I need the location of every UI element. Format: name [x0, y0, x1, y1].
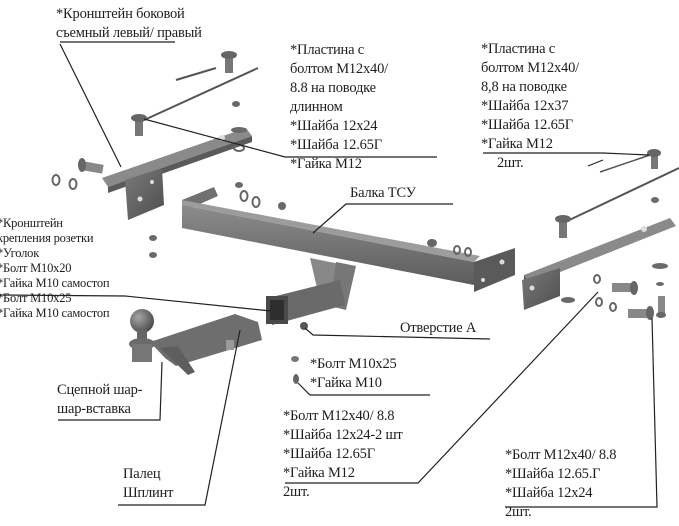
label-line: длинном [290, 99, 343, 115]
beam [182, 187, 515, 292]
label-side-bracket: *Кронштейн боковой съемный левый/ правый [56, 5, 202, 43]
label-bolt-right: *Болт М12х40/ 8.8 *Шайба 12.65.Г *Шайба … [505, 446, 617, 522]
label-bolt-center: *Болт М12х40/ 8.8 *Шайба 12х24-2 шт *Шай… [283, 407, 403, 502]
label-line: *Гайка М12 [481, 136, 553, 152]
label-line: *Пластина с [290, 42, 364, 58]
label-line: Палец [123, 466, 161, 482]
receiver [266, 258, 356, 330]
label-line: *Болт М12х40/ 8.8 [505, 447, 617, 463]
label-line: *Шайба 12.65Г [283, 446, 375, 462]
left-plate-rod [131, 51, 259, 136]
label-line: *Шайба 12.65.Г [505, 466, 601, 482]
beam-washers [453, 245, 472, 257]
right-bolts [612, 281, 666, 320]
right-small-washers [593, 274, 617, 312]
label-line: *Гайка М10 самостоп [0, 306, 110, 320]
label-line: 2шт. [505, 504, 532, 520]
label-bolt-m10: *Болт М10х25 *Гайка М10 [310, 355, 397, 393]
label-line: 8.8 на поводке [290, 80, 376, 96]
label-line: *Гайка М12 [283, 465, 355, 481]
label-line: съемный левый/ правый [56, 25, 202, 41]
label-line: *Болт М10х25 [310, 356, 397, 372]
label-line: *Болт М10х25 [0, 291, 72, 305]
label-tow-ball: Сцепной шар- шар-вставка [57, 381, 143, 419]
label-line: *Шайба 12.65Г [481, 117, 573, 133]
label-line: Отверстие А [400, 320, 477, 336]
label-line: Шплинт [123, 485, 174, 501]
label-line: *Гайка М10 самостоп [0, 276, 110, 290]
label-line: *Шайба 12х24 [505, 485, 593, 501]
label-line: *Шайба 12х24-2 шт [283, 427, 403, 443]
ball-mount [129, 309, 262, 375]
label-socket-bracket: *Кронштейн крепления розетки *Уголок *Бо… [0, 216, 110, 321]
label-line: 2шт. [283, 484, 310, 500]
label-line: *Уголок [0, 246, 40, 260]
label-line: *Кронштейн [0, 216, 63, 230]
label-line: *Кронштейн боковой [56, 6, 185, 22]
label-line: болтом М12х40/ [481, 60, 579, 76]
right-side-bracket [522, 218, 676, 310]
right-plate-rod [555, 149, 679, 238]
label-plate-long: *Пластина с болтом М12х40/ 8.8 на поводк… [290, 41, 388, 174]
left-bolt [78, 158, 104, 174]
label-line: *Пластина с [481, 41, 555, 57]
label-line: *Болт М12х40/ 8.8 [283, 408, 395, 424]
label-line: Сцепной шар- [57, 382, 143, 398]
label-hole-a: Отверстие А [400, 319, 476, 338]
label-line: *Шайба 12.65Г [290, 137, 382, 153]
label-line: Балка ТСУ [350, 185, 416, 201]
label-plate-right: *Пластина с болтом М12х40/ 8,8 на поводк… [481, 40, 579, 173]
label-line: 2шт. [497, 155, 524, 171]
label-line: 8,8 на поводке [481, 79, 567, 95]
label-line: *Болт М10х20 [0, 261, 72, 275]
label-line: шар-вставка [57, 401, 131, 417]
label-pin: Палец Шплинт [123, 465, 173, 503]
label-beam: Балка ТСУ [350, 184, 416, 203]
label-line: крепления розетки [0, 231, 94, 245]
label-line: *Гайка М10 [310, 375, 382, 391]
left-side-bracket [102, 128, 252, 220]
leader-lines [0, 41, 658, 508]
label-line: *Гайка М12 [290, 156, 362, 172]
label-line: *Шайба 12х37 [481, 98, 569, 114]
label-line: *Шайба 12х24 [290, 118, 378, 134]
label-line: болтом М12х40/ [290, 61, 388, 77]
